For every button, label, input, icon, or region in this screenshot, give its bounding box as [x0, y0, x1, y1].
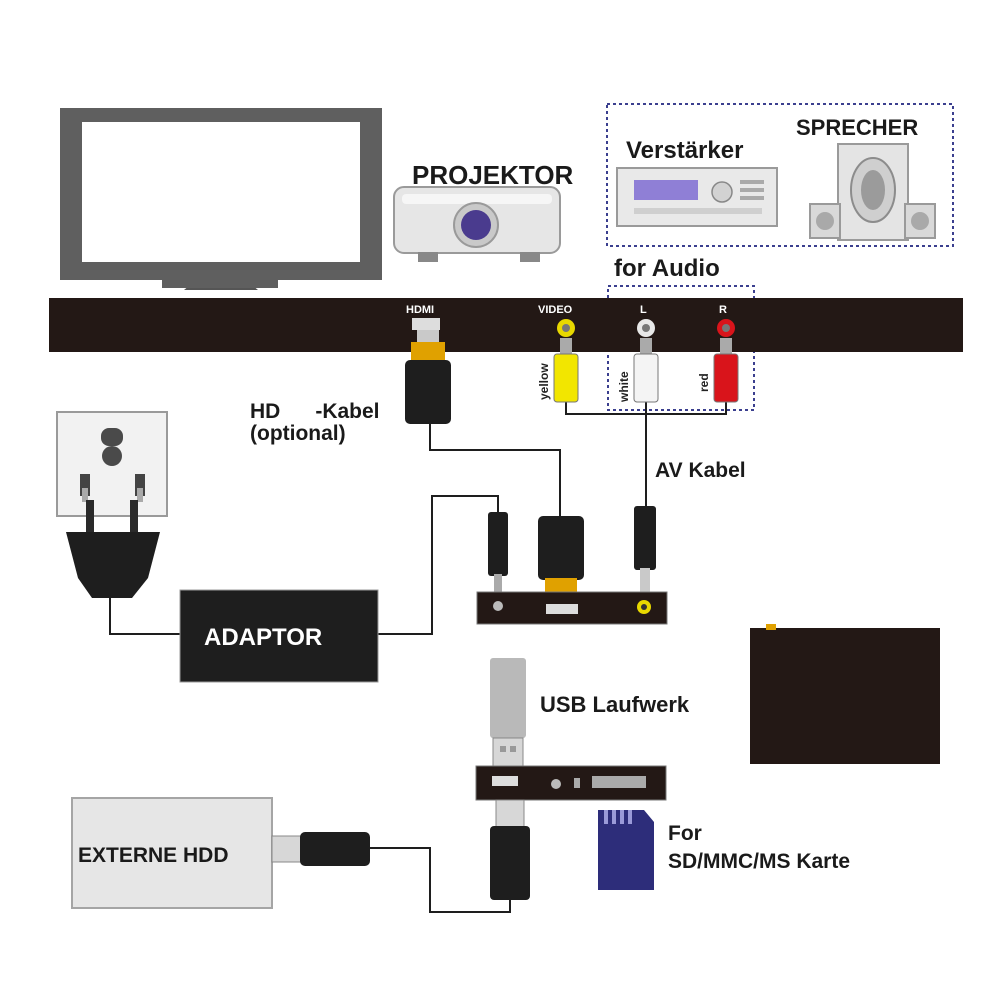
port-video-label: VIDEO — [538, 304, 573, 316]
wire-white-label: white — [617, 371, 631, 403]
external-hdd-box — [71, 797, 273, 909]
audio-devices-frame — [606, 103, 954, 247]
rca-white-plug — [633, 338, 659, 403]
amplifier-icon — [616, 167, 778, 227]
hdmi-cable-label: HD -Kabel — [250, 400, 380, 423]
speaker-label: SPRECHER — [796, 115, 918, 140]
display-connector-bar — [49, 298, 963, 352]
rca-yellow-plug — [553, 338, 579, 403]
usb-drive-label: USB Laufwerk — [540, 692, 690, 717]
tv-icon — [60, 108, 382, 290]
hdmi-port — [412, 318, 440, 330]
av-cable-label: AV Kabel — [655, 459, 746, 482]
external-hdd-label: EXTERNE HDD — [78, 844, 229, 867]
projector-label: PROJEKTOR — [412, 160, 574, 190]
media-player-front-panel — [475, 765, 667, 801]
usb-plug-icon — [490, 799, 530, 900]
wire-red-label: red — [697, 373, 711, 392]
usb-drive-icon — [490, 658, 526, 769]
dc-power-plug — [488, 512, 508, 596]
wall-socket-icon — [56, 411, 168, 517]
cable-lines — [109, 402, 727, 913]
for-audio-label: for Audio — [614, 255, 720, 282]
media-player-device — [750, 624, 940, 764]
audio-jacks-frame — [607, 285, 755, 411]
adaptor-box — [179, 589, 379, 683]
port-l-label: L — [640, 304, 647, 316]
rca-red-plug — [713, 338, 739, 403]
port-hdmi-label: HDMI — [406, 304, 434, 316]
power-plug-icon — [66, 500, 160, 598]
media-player-back-panel — [476, 591, 668, 625]
card-types-label: SD/MMC/MS Karte — [668, 850, 850, 873]
amplifier-label: Verstärker — [626, 137, 743, 164]
wire-yellow-label: yellow — [537, 363, 551, 400]
card-for-label: For — [668, 822, 702, 845]
speaker-icon — [809, 143, 936, 241]
adaptor-label: ADAPTOR — [204, 624, 322, 651]
av-jack-plug — [634, 506, 656, 594]
port-r-label: R — [719, 304, 727, 316]
projector-icon — [393, 186, 561, 262]
hdd-usb-cable-plug — [271, 832, 370, 866]
sd-card-icon — [598, 810, 654, 890]
hdmi-cable-optional-label: (optional) — [250, 422, 346, 445]
hdmi-plug-top — [405, 330, 451, 424]
